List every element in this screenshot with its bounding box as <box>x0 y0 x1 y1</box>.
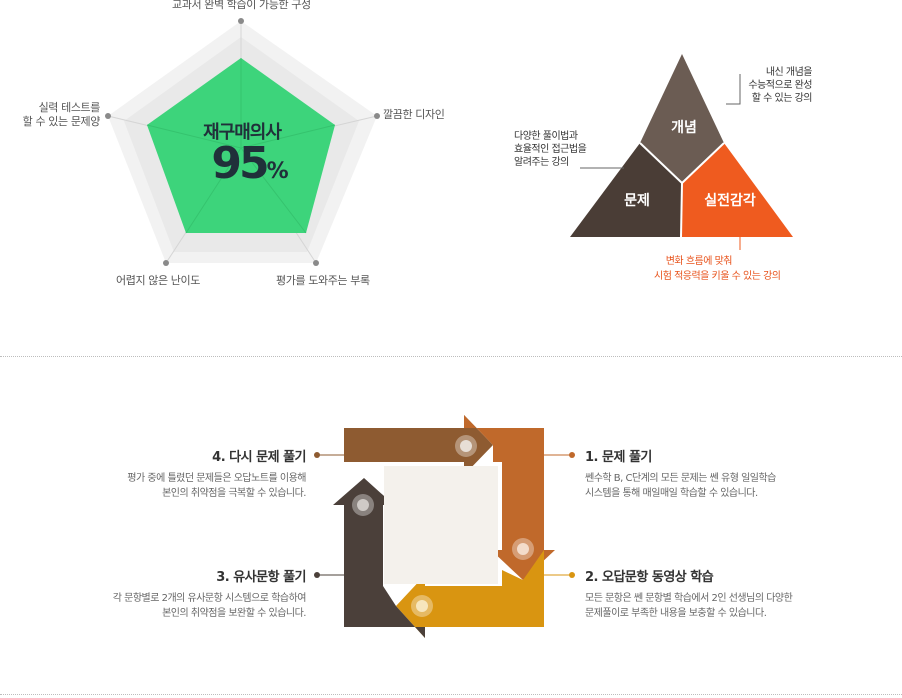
cycle-step-3-title: 3. 유사문항 풀기 <box>216 570 306 585</box>
section-divider-top <box>0 356 902 357</box>
radar-label-left: 실력 테스트를 할 수 있는 문제양 <box>0 101 101 129</box>
cycle-arrow-right <box>464 415 555 580</box>
triangle-label-left: 문제 <box>624 193 650 209</box>
radar-vertex-dots <box>105 18 380 266</box>
cycle-step-4-desc: 평가 중에 틀렸던 문제들은 오답노트를 이용해 본인의 취약점을 극복할 수 … <box>127 473 306 499</box>
cycle-step-1-title: 1. 문제 풀기 <box>585 450 652 465</box>
radar-label-bottom-right: 평가를 도와주는 부록 <box>276 274 370 287</box>
cycle-step-2: 2. 오답문항 동영상 학습 모든 문항은 쎈 문항별 학습에서 2인 선생님의… <box>585 566 793 621</box>
triangle-left-desc: 다양한 풀이법과 효율적인 접근법을 알려주는 강의 <box>514 131 587 168</box>
cycle-step-2-desc: 모든 문항은 쎈 문항별 학습에서 2인 선생님의 다양한 문제풀이로 부족한 … <box>585 593 793 619</box>
cycle-arrow-bottom <box>396 550 544 638</box>
cycle-step-1-desc: 쎈수학 B, C단계의 모든 문제는 쎈 유형 일일학습 시스템을 통해 매일매… <box>585 473 776 499</box>
radar-center-unit: % <box>266 159 289 184</box>
cycle-arrow-left <box>333 478 425 638</box>
cycle-step-1: 1. 문제 풀기 쎈수학 B, C단계의 모든 문제는 쎈 유형 일일학습 시스… <box>585 446 776 501</box>
triangle-right-desc-2: 시험 적응력을 키울 수 있는 강의 <box>654 271 781 282</box>
triangle-right-leader <box>739 237 741 250</box>
triangle-diagram <box>570 54 793 250</box>
radar-center-value: 95 <box>211 138 269 189</box>
radar-label-right: 깔끔한 디자인 <box>383 108 445 121</box>
cycle-diagram <box>333 415 555 638</box>
radar-chart <box>105 18 380 266</box>
cycle-connectors <box>314 452 575 578</box>
triangle-top <box>640 54 724 183</box>
cycle-step-3-desc: 각 문항별로 2개의 유사문항 시스템으로 학습하여 본인의 취약점을 보완할 … <box>112 593 307 619</box>
cycle-arrow-top <box>344 415 493 475</box>
radar-label-left-line2: 할 수 있는 문제양 <box>22 115 101 128</box>
cycle-step-4: 4. 다시 문제 풀기 평가 중에 틀렸던 문제들은 오답노트를 이용해 본인의… <box>60 446 306 501</box>
cycle-step-2-title: 2. 오답문항 동영상 학습 <box>585 570 714 585</box>
radar-label-top: 교과서 완벽 학습이 가능한 구성 <box>172 0 311 11</box>
triangle-top-leader <box>726 74 741 105</box>
triangle-top-desc: 내신 개념을 수능적으로 완성 할 수 있는 강의 <box>748 67 812 104</box>
cycle-node-dots <box>352 435 534 617</box>
radar-center-title: 재구매의사 <box>203 122 282 143</box>
cycle-step-4-title: 4. 다시 문제 풀기 <box>212 450 306 465</box>
radar-center-value-wrap: 95% <box>200 138 300 189</box>
triangle-label-right: 실전감각 <box>704 193 756 209</box>
triangle-left <box>570 143 682 237</box>
cycle-center-square <box>384 466 498 584</box>
radar-label-bottom-left: 어렵지 않은 난이도 <box>116 274 200 287</box>
triangle-label-top: 개념 <box>671 120 697 136</box>
cycle-step-3: 3. 유사문항 풀기 각 문항별로 2개의 유사문항 시스템으로 학습하여 본인… <box>60 566 307 621</box>
triangle-right <box>681 143 793 237</box>
section-divider-bottom <box>0 694 902 695</box>
triangle-right-desc-1: 변화 흐름에 맞춰 <box>665 256 733 267</box>
radar-label-left-line1: 실력 테스트를 <box>38 101 101 114</box>
